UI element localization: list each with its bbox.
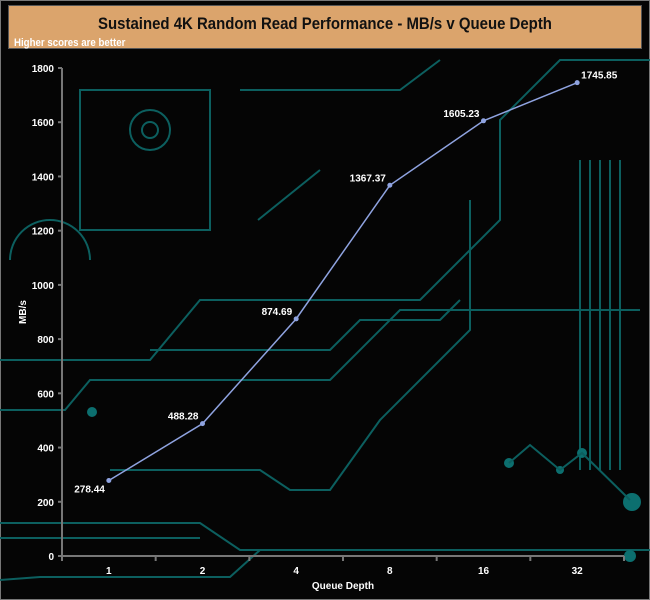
- series-line-path: [108, 81, 578, 482]
- data-label: 278.44: [74, 485, 105, 496]
- y-tick-label: 1600: [32, 118, 55, 129]
- axes: 0 200 400 600 800 1000 1200 1400 1600 1800 1 2 4 8 16 3…: [32, 64, 625, 577]
- y-tick-label: 1400: [32, 172, 55, 183]
- y-tick-label: 600: [37, 389, 54, 400]
- series-line: 278.44 488.28 874.69 1367.37 1605.23 1745.85: [74, 71, 618, 496]
- y-tick-label: 0: [48, 552, 54, 563]
- y-tick-label: 800: [37, 335, 54, 346]
- y-tick-label: 1200: [32, 227, 55, 238]
- data-point: [387, 182, 393, 188]
- data-point: [293, 316, 299, 322]
- circuit-background: [0, 59, 650, 581]
- data-point: [574, 80, 580, 86]
- x-tick-label: 2: [200, 566, 206, 577]
- y-tick-label: 1800: [32, 64, 55, 75]
- data-point: [481, 118, 486, 124]
- data-label: 488.28: [168, 412, 199, 423]
- y-tick-label: 1000: [32, 281, 55, 292]
- data-label: 1605.23: [443, 109, 480, 120]
- title-box: Sustained 4K Random Read Performance - M…: [8, 5, 642, 49]
- data-point: [200, 421, 205, 427]
- data-label: 1745.85: [581, 71, 618, 82]
- x-tick-label: 8: [387, 566, 393, 577]
- y-tick-label: 200: [37, 498, 54, 509]
- data-label: 874.69: [262, 307, 293, 318]
- x-tick-label: 32: [572, 566, 584, 577]
- x-axis-label: Queue Depth: [312, 581, 374, 592]
- chart-title: Sustained 4K Random Read Performance - M…: [98, 14, 552, 33]
- chart-subtitle: Higher scores are better: [14, 37, 126, 49]
- data-label: 1367.37: [350, 173, 387, 184]
- x-tick-label: 1: [106, 566, 112, 577]
- y-tick-label: 400: [37, 444, 54, 455]
- data-point: [106, 478, 112, 484]
- x-tick-label: 16: [478, 566, 490, 577]
- x-tick-label: 4: [293, 566, 299, 577]
- y-axis-label: MB/s: [18, 300, 29, 324]
